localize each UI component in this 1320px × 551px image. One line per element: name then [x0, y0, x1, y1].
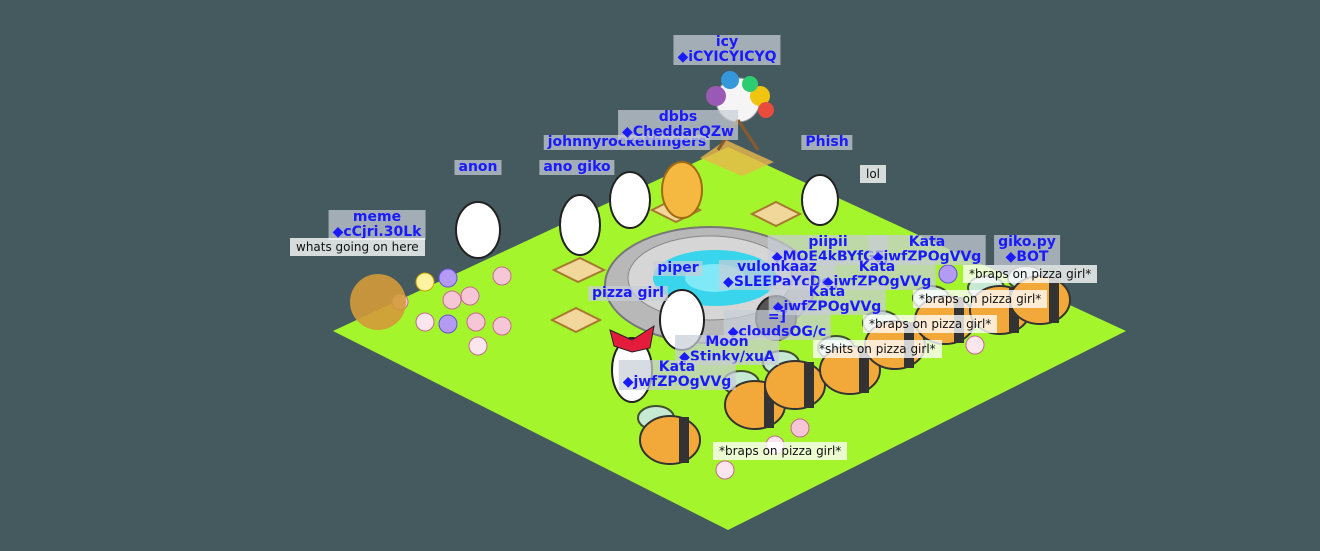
chat-bubble-phish-msg: lol [860, 165, 887, 183]
chat-bubble-kata-b-msg: *braps on pizza girl* [913, 290, 1048, 308]
name-label-icy[interactable]: icy◆iCYICYICYQ [673, 34, 781, 65]
username: anon [458, 159, 498, 175]
tripcode: ◆iCYICYICYQ [677, 49, 777, 65]
name-label-ano-giko[interactable]: ano giko [539, 159, 615, 175]
username: meme [352, 209, 402, 225]
username: vulonkaaz [737, 259, 817, 275]
username: piper [657, 260, 699, 276]
bee-icon[interactable] [637, 405, 701, 465]
username: giko.py [998, 234, 1056, 250]
name-label-gikopy[interactable]: giko.py◆BOT [994, 235, 1060, 265]
name-label-pizza-girl[interactable]: pizza girl [588, 286, 668, 301]
tripcode: ◆cCjri.30Lk [332, 224, 422, 240]
username: Kata [808, 284, 846, 300]
name-label-meme[interactable]: meme◆cCjri.30Lk [328, 209, 426, 240]
name-label-dbbs[interactable]: dbbs◆CheddarQZw [618, 110, 738, 140]
name-label-piper[interactable]: piper [653, 260, 703, 276]
tumbleweed-icon [350, 274, 406, 330]
name-label-kata-b[interactable]: Kata◆jwfZPOgVVg [818, 259, 936, 290]
crown-icon [609, 324, 655, 353]
name-label-anon[interactable]: anon [454, 159, 502, 175]
username: Moon [705, 334, 749, 350]
username: ano giko [543, 159, 611, 175]
chat-bubble-moon-msg: *shits on pizza girl* [813, 340, 942, 358]
chat-bubble-anon-msg: whats going on here [290, 238, 425, 256]
tripcode: ◆jwfZPOgVVg [622, 374, 732, 390]
username: Kata [908, 234, 946, 250]
username: pizza girl [592, 285, 664, 301]
username: Phish [805, 134, 849, 150]
username: =] [767, 309, 787, 325]
cat-icon[interactable] [661, 161, 703, 219]
name-label-phish[interactable]: Phish [801, 134, 853, 150]
chat-bubble-kata-c-msg: *braps on pizza girl* [863, 315, 998, 333]
username: Kata [858, 259, 896, 275]
username: piipii [808, 234, 848, 250]
chat-bubble-kata-a-msg: *braps on pizza girl* [963, 265, 1098, 283]
tripcode: ◆BOT [1005, 249, 1049, 265]
username: dbbs [658, 109, 698, 125]
username: Kata [658, 359, 696, 375]
bee-icon[interactable] [762, 350, 826, 410]
tripcode: ◆CheddarQZw [622, 124, 734, 140]
cat-icon[interactable] [455, 171, 839, 403]
username: icy [715, 34, 739, 50]
chat-bubble-kata-d-msg: *braps on pizza girl* [713, 442, 848, 460]
name-label-kata-d[interactable]: Kata◆jwfZPOgVVg [618, 359, 736, 390]
